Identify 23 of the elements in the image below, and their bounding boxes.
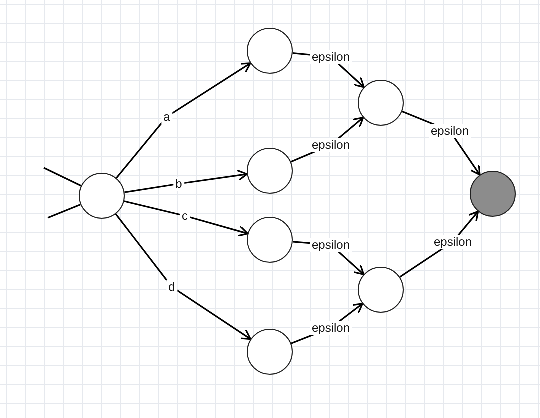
- edge-label: epsilon: [310, 50, 352, 64]
- state-circle: [358, 80, 404, 126]
- edge-label: epsilon: [310, 238, 352, 252]
- edge-label: epsilon: [310, 321, 352, 335]
- state-circle: [358, 267, 404, 313]
- arrow: [124, 200, 249, 237]
- arrow: [116, 62, 252, 179]
- edge-label: b: [174, 177, 184, 191]
- edge-label: d: [166, 280, 178, 294]
- final-state-circle: [470, 171, 516, 217]
- connector-line: [44, 167, 82, 187]
- state-circle: [247, 217, 293, 263]
- arrow: [115, 214, 252, 340]
- start-state-circle: [79, 173, 125, 219]
- edge-label: epsilon: [310, 138, 352, 152]
- edge-label: epsilon: [432, 235, 474, 249]
- edge-label: a: [162, 110, 172, 124]
- arrow: [124, 170, 248, 194]
- connector-line: [48, 204, 81, 219]
- state-circle: [247, 28, 293, 74]
- edge-label: epsilon: [428, 124, 472, 138]
- state-circle: [247, 148, 293, 194]
- state-circle: [247, 329, 293, 375]
